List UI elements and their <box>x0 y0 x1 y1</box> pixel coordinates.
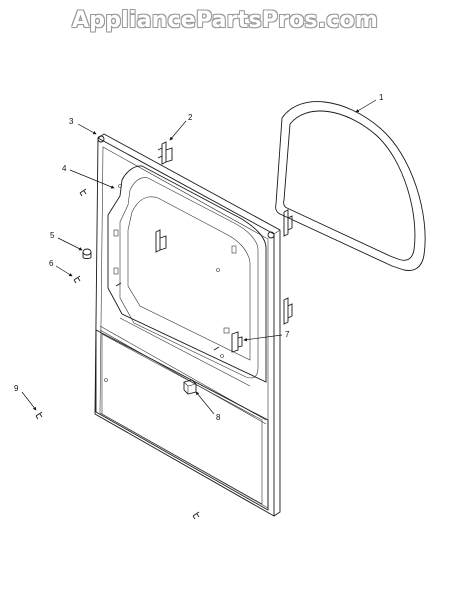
door-catch <box>183 379 197 395</box>
callout-3: 3 <box>69 117 74 126</box>
screw-6 <box>73 275 81 284</box>
door-bumper <box>82 248 92 259</box>
hinge-right-lower <box>283 297 293 325</box>
callout-9: 9 <box>14 384 19 393</box>
callout-1: 1 <box>379 93 384 102</box>
door-gasket <box>275 101 426 271</box>
callout-8: 8 <box>216 413 221 422</box>
screw-9 <box>35 411 43 420</box>
callout-2: 2 <box>188 113 193 122</box>
latch-strike <box>231 331 243 353</box>
callout-leaders <box>21 99 377 415</box>
door-panel <box>94 133 281 517</box>
hinge-top <box>157 141 173 165</box>
watermark-logo-text: AppliancePartsPros.com <box>72 8 378 33</box>
callout-4: 4 <box>62 164 67 173</box>
screw-panel <box>115 282 220 351</box>
screw-bottom <box>192 511 200 520</box>
callout-7: 7 <box>285 330 290 339</box>
hinge-window <box>155 229 167 253</box>
screw-4 <box>79 188 87 197</box>
hinge-right-upper <box>283 209 293 237</box>
callout-6: 6 <box>49 259 54 268</box>
callout-5: 5 <box>50 231 55 240</box>
